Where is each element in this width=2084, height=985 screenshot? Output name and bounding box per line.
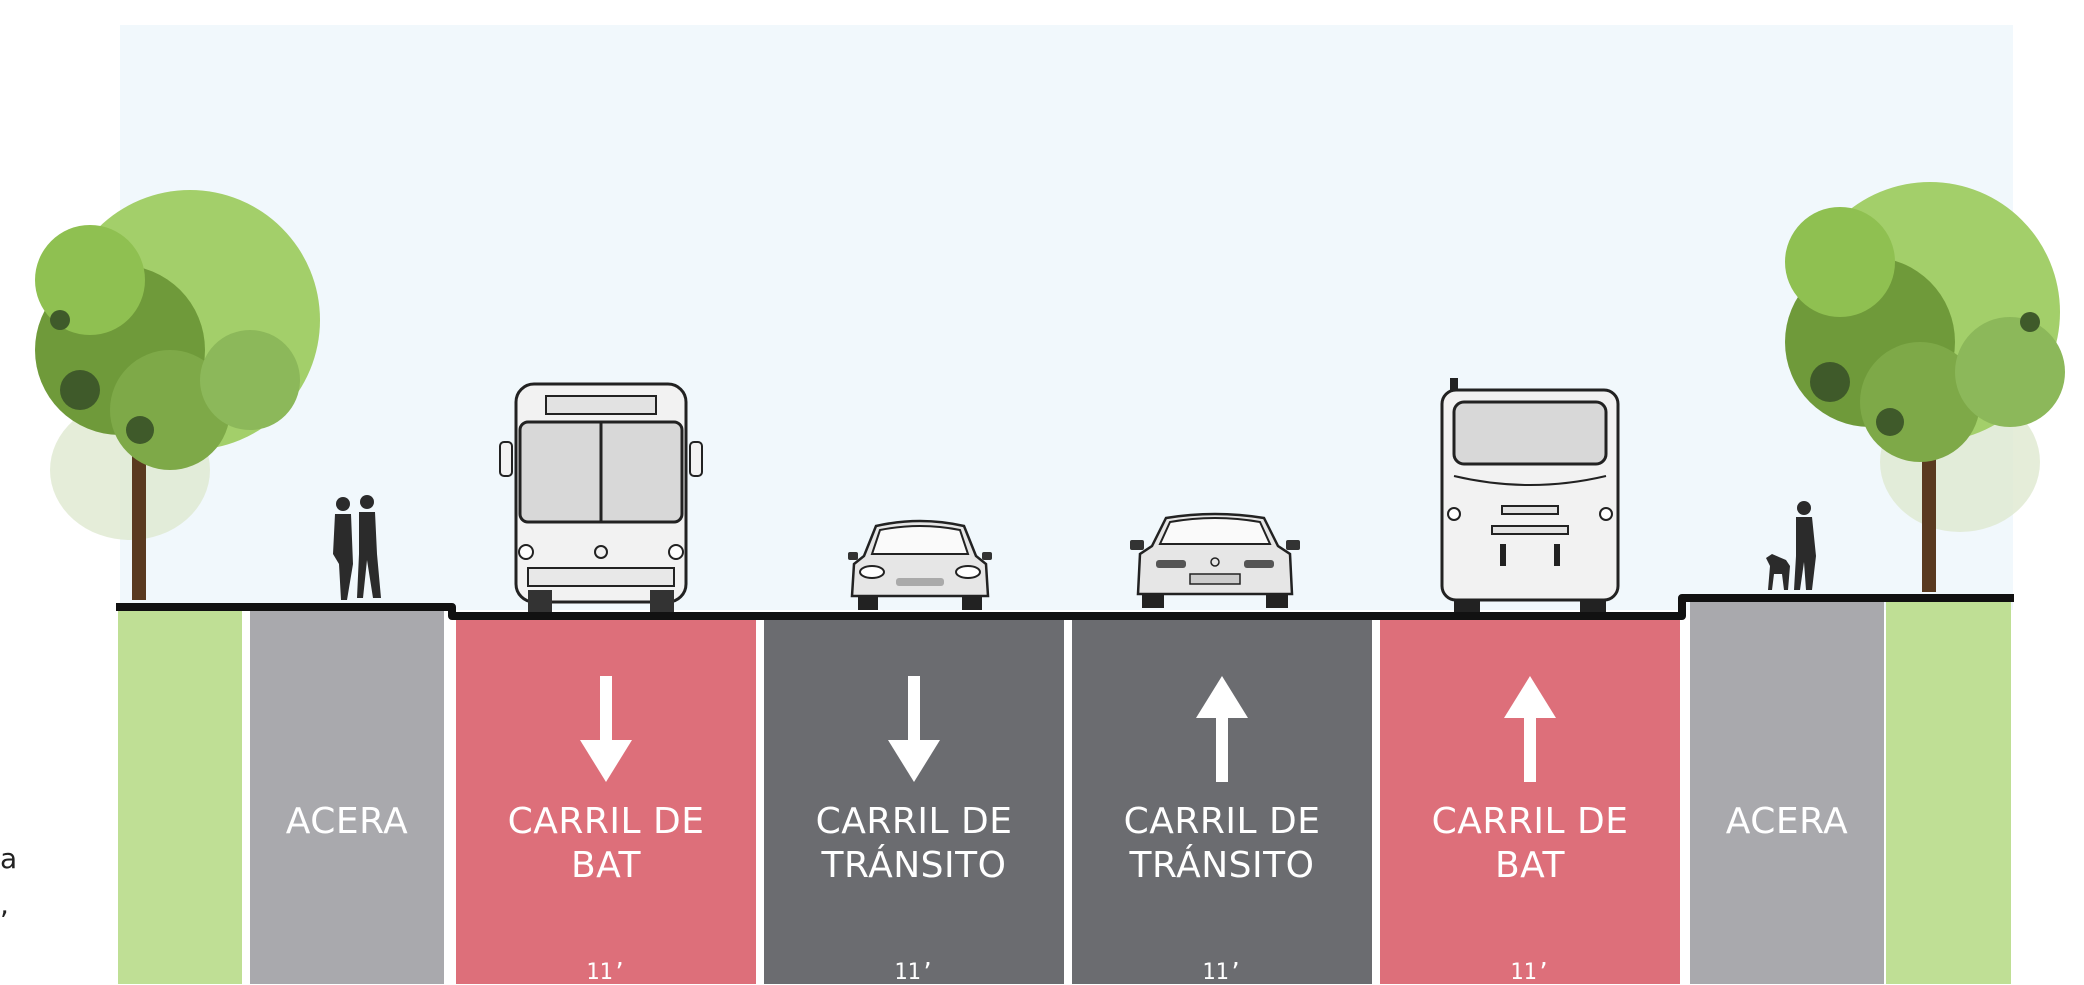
bus-lane-right-label: CARRIL DE BAT	[1431, 801, 1629, 886]
bus-lane-right-width: 11’	[1510, 960, 1550, 985]
bus-rear-icon	[1440, 378, 1620, 612]
traffic-lane-left-width: 11’	[894, 960, 934, 985]
arrow-down-icon	[888, 676, 940, 782]
traffic-lane-left: CARRIL DE TRÁNSITO 11’	[764, 620, 1064, 985]
sidewalk-left: ACERA	[250, 610, 444, 984]
bus-lane-left-width: 11’	[586, 960, 626, 985]
sidewalk-right-label: ACERA	[1725, 801, 1849, 842]
cropped-side-text-1: a	[0, 842, 18, 875]
person-with-dog-icon	[1766, 501, 1816, 590]
sidewalk-left-label: ACERA	[285, 801, 409, 842]
sidewalk-right: ACERA	[1690, 600, 1884, 984]
arrow-up-icon	[1504, 676, 1556, 782]
cropped-side-text-2: ,	[0, 888, 9, 921]
tree-icon	[35, 190, 320, 600]
bus-front-icon	[499, 382, 703, 612]
pedestrian-couple-icon	[333, 495, 381, 600]
arrow-down-icon	[580, 676, 632, 782]
traffic-lane-right: CARRIL DE TRÁNSITO 11’	[1072, 620, 1372, 985]
planting-strip-left	[118, 610, 242, 984]
traffic-lane-left-label: CARRIL DE TRÁNSITO	[815, 801, 1013, 886]
arrow-up-icon	[1196, 676, 1248, 782]
planting-strip-right	[1886, 600, 2011, 984]
car-rear-icon	[1130, 512, 1300, 608]
car-front-icon	[848, 519, 992, 610]
traffic-lane-right-label: CARRIL DE TRÁNSITO	[1123, 801, 1321, 886]
sky-background	[120, 25, 2013, 610]
tree-icon	[1785, 182, 2065, 592]
traffic-lane-right-width: 11’	[1202, 960, 1242, 985]
bus-lane-left-label: CARRIL DE BAT	[507, 801, 705, 886]
bus-lane-left: CARRIL DE BAT 11’	[456, 620, 756, 985]
bus-lane-right: CARRIL DE BAT 11’	[1380, 620, 1680, 985]
